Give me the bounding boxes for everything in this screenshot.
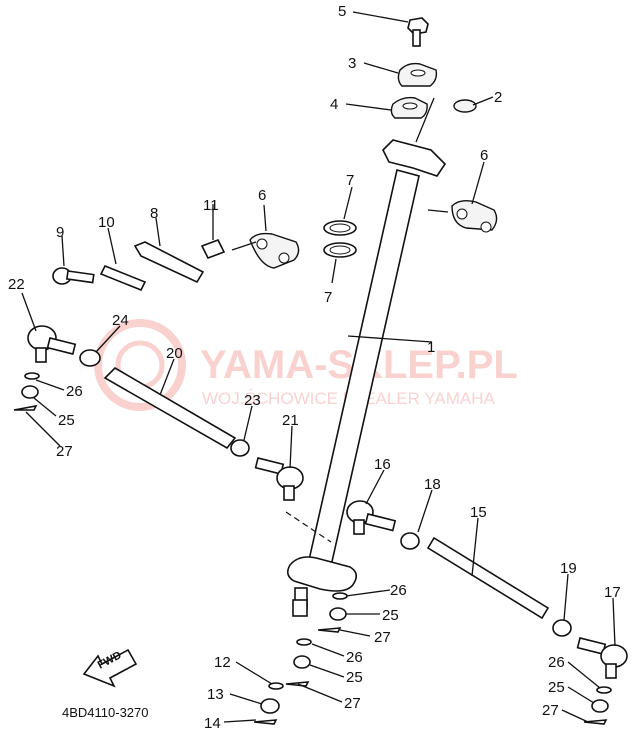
- leader-lines: [21, 11, 616, 723]
- bushing-part-11: [200, 238, 226, 260]
- tie-rod-end-part-22: [27, 325, 77, 363]
- callout-6-right: 6: [480, 147, 488, 164]
- washer-part-26-left: [24, 372, 40, 380]
- callout-17: 17: [604, 584, 621, 601]
- nut-part-24: [79, 349, 101, 367]
- callout-25-right: 25: [548, 679, 565, 696]
- callout-3: 3: [348, 55, 356, 72]
- callout-23: 23: [244, 392, 261, 409]
- washer-part-26-right: [596, 686, 612, 694]
- cap-part-2: [453, 99, 477, 113]
- nut-part-25-left: [21, 385, 39, 399]
- plate-part-8: [133, 241, 205, 284]
- callout-18: 18: [424, 476, 441, 493]
- callout-7-lower: 7: [324, 289, 332, 306]
- washer-part-12: [268, 682, 284, 690]
- callout-6-left: 6: [258, 187, 266, 204]
- callout-13: 13: [207, 686, 224, 703]
- cotter-pin-part-27-left: [13, 404, 38, 411]
- nut-part-18: [400, 532, 420, 550]
- callout-labels: 5 3 4 2 6 7 6 11 8 10 9 7 22 24 1 20 26 …: [8, 3, 621, 732]
- nut-part-23: [230, 439, 250, 457]
- callout-22: 22: [8, 276, 25, 293]
- nut-part-25-mid-lower: [293, 655, 311, 669]
- callout-26-left: 26: [66, 383, 83, 400]
- steering-column-part-1: [286, 139, 447, 617]
- callout-2: 2: [494, 89, 502, 106]
- callout-12: 12: [214, 654, 231, 671]
- holder-part-3: [397, 62, 438, 87]
- callout-10: 10: [98, 214, 115, 231]
- dashed-link: [285, 511, 332, 543]
- callout-27-left: 27: [56, 443, 73, 460]
- bracket-part-6-left: [249, 232, 300, 269]
- callout-24: 24: [112, 312, 129, 329]
- callout-27-right: 27: [542, 702, 559, 719]
- callout-7-upper: 7: [346, 172, 354, 189]
- callout-15: 15: [470, 504, 487, 521]
- washer-part-26-mid-lower: [296, 638, 312, 646]
- tie-rod-end-part-17: [576, 637, 628, 679]
- callout-1: 1: [427, 339, 435, 356]
- bolt-part-9: [52, 267, 95, 285]
- callout-14: 14: [204, 715, 221, 732]
- callout-16: 16: [374, 456, 391, 473]
- forward-direction-arrow-icon: FWD: [82, 648, 138, 688]
- callout-9: 9: [56, 224, 64, 241]
- callout-5: 5: [338, 3, 346, 20]
- callout-27-mid-upper: 27: [374, 629, 391, 646]
- cotter-pin-part-27-mid-upper: [317, 627, 342, 633]
- nut-part-19: [552, 619, 572, 637]
- callout-25-left: 25: [58, 412, 75, 429]
- tie-rod-part-15: [426, 536, 550, 620]
- cotter-pin-part-27-right: [583, 719, 608, 725]
- callout-26-mid-upper: 26: [390, 582, 407, 599]
- bracket-part-6-right: [451, 199, 498, 233]
- tie-rod-part-20: [103, 366, 237, 450]
- nut-part-25-mid-upper: [329, 607, 347, 621]
- cotter-pin-part-14: [253, 719, 278, 725]
- callout-21: 21: [282, 412, 299, 429]
- nut-part-13: [260, 698, 280, 714]
- callout-26-mid-lower: 26: [346, 649, 363, 666]
- callout-27-mid-lower: 27: [344, 695, 361, 712]
- callout-25-mid-upper: 25: [382, 607, 399, 624]
- callout-8: 8: [150, 205, 158, 222]
- callout-19: 19: [560, 560, 577, 577]
- callout-25-mid-lower: 25: [346, 669, 363, 686]
- holder-part-4: [390, 96, 428, 119]
- tie-rod-end-part-16: [346, 500, 397, 535]
- nut-part-25-right: [591, 699, 609, 713]
- catalog-code: 4BD4110-3270: [62, 705, 149, 720]
- callout-4: 4: [330, 96, 338, 113]
- cotter-pin-part-27-mid-lower: [285, 681, 310, 687]
- washer-part-26-mid-upper: [332, 592, 348, 600]
- callout-26-right: 26: [548, 654, 565, 671]
- callout-20: 20: [166, 345, 183, 362]
- callout-11: 11: [203, 197, 219, 214]
- bolt-part-5: [407, 17, 429, 47]
- lock-washer-part-10: [99, 264, 147, 292]
- watermark-logo-icon: [94, 319, 186, 411]
- tie-rod-end-part-21: [254, 457, 304, 501]
